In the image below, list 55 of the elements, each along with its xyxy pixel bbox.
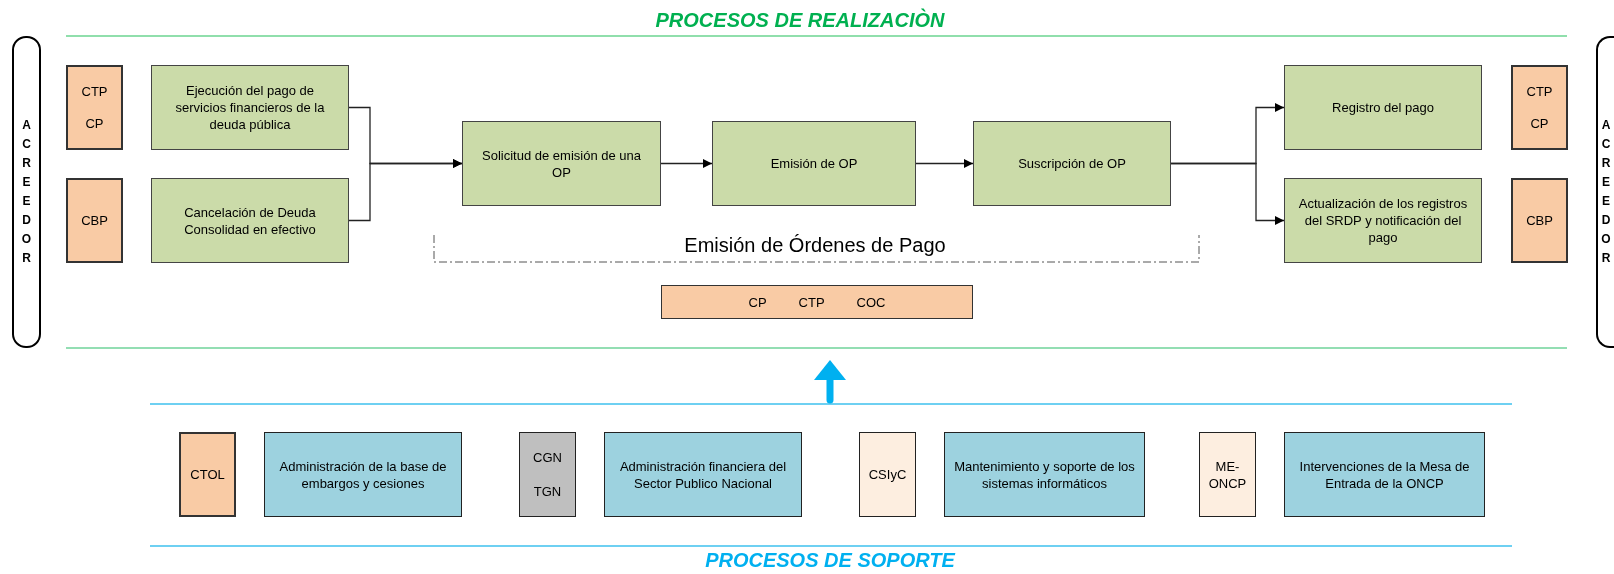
box-text: TGN [533, 482, 562, 500]
role-box [66, 65, 123, 150]
role-box [859, 432, 916, 517]
box-text: Suscripción de OP [1018, 155, 1126, 172]
actor-bar [12, 36, 41, 348]
box-text: CTOL [190, 466, 225, 483]
role-box [66, 178, 123, 263]
arrow [348, 158, 463, 222]
role-box [179, 432, 236, 517]
box-text: ME-ONCP [1207, 457, 1248, 492]
role-box [1511, 65, 1568, 150]
support-process-box [604, 432, 802, 517]
vertical-label: ACREEDOR [20, 117, 33, 267]
box-text: Cancelación de Deuda Consolidad en efectivo [183, 203, 317, 238]
box-text: CSIyC [868, 466, 907, 483]
box-text: Actualización de los registros del SRDP y notificación del pago [1297, 195, 1469, 246]
process-box [1284, 178, 1482, 263]
role-box [519, 432, 576, 517]
support-process-box [1284, 432, 1485, 517]
process-box [151, 178, 349, 263]
role-box [661, 285, 973, 319]
box-text: CTP [798, 293, 825, 311]
support-process-box [264, 432, 462, 517]
box-text: CP [85, 115, 104, 133]
box-text: Registro del pago [1332, 99, 1434, 116]
box-text: Administración de la base de embargos y cesiones [278, 457, 448, 492]
process-box [1284, 65, 1482, 150]
process-box [151, 65, 349, 150]
box-text: CP [748, 293, 767, 311]
box-text: CGN [533, 449, 562, 467]
section-title: PROCESOS DE REALIZACIÒN [654, 8, 946, 32]
box-text: Mantenimiento y soporte de los sistemas informáticos [953, 457, 1136, 492]
arrow [1170, 162, 1285, 226]
box-text: Emisión de OP [770, 155, 858, 172]
box-text: CBP [81, 212, 108, 229]
process-box [712, 121, 916, 206]
box-text: Intervenciones de la Mesa de Entrada de la ONCP [1298, 457, 1471, 492]
box-text: CP [1530, 115, 1549, 133]
section-title: PROCESOS DE SOPORTE [704, 548, 957, 572]
box-text: CTP [1526, 82, 1553, 100]
arrow [660, 158, 713, 169]
vertical-label: ACREEDOR [1600, 117, 1612, 267]
box-text: CBP [1526, 212, 1553, 229]
actor-bar [1596, 36, 1614, 348]
role-box [1511, 178, 1568, 263]
arrow [915, 158, 974, 169]
support-process-box [944, 432, 1145, 517]
box-text: Administración financiera del Sector Publico Nacional [618, 457, 788, 492]
process-box [973, 121, 1171, 206]
process-box [462, 121, 661, 206]
box-text: COC [856, 293, 886, 311]
box-text: Solicitud de emisión de una OP [481, 146, 642, 181]
box-text: Ejecución del pago de servicios financieros de la deuda pública [174, 82, 326, 133]
box-text: CTP [81, 82, 108, 100]
role-box [1199, 432, 1256, 517]
